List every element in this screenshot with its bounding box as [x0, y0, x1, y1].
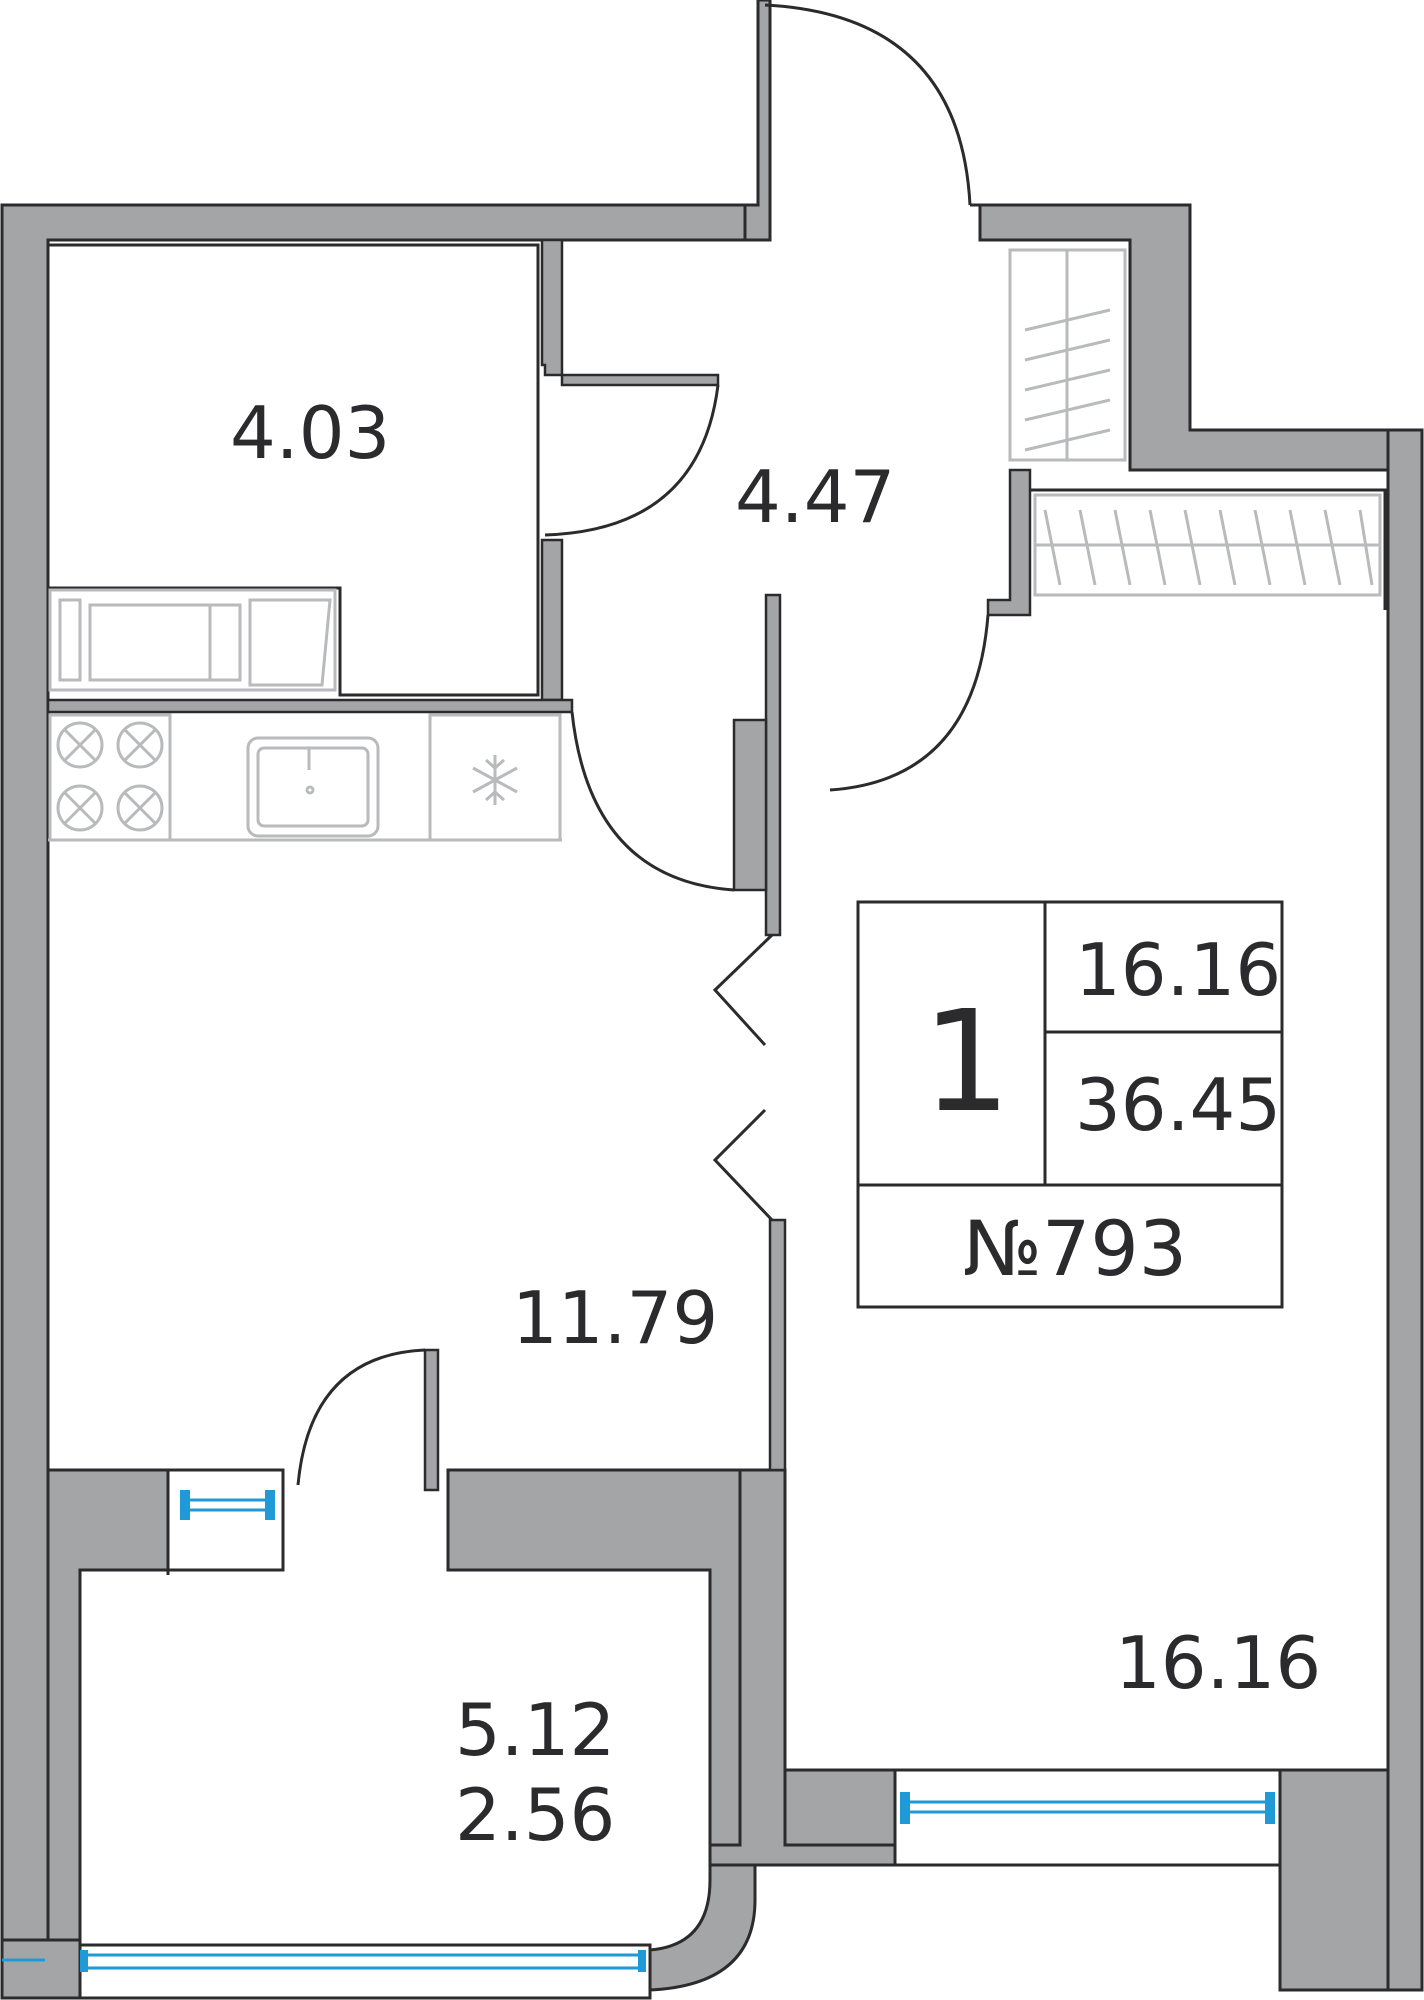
window-balcony-door: [166, 1468, 285, 1572]
wall-bathroom-door-stub: [560, 373, 720, 387]
area-labels: 4.03 4.47 11.79 16.16 5.12 2.56: [230, 391, 1321, 1857]
bedroom-inner-outline: [1030, 488, 1387, 610]
wall-balcony-top-right: [446, 1468, 742, 1847]
door-bathroom: [544, 384, 720, 537]
wall-bathroom-right: [540, 238, 564, 377]
wall-balcony-bottom-left: [0, 1938, 82, 2000]
bathtub: [48, 588, 337, 692]
wall-kitchen-bedroom-upper: [764, 593, 782, 937]
doors: [296, 3, 990, 1486]
furniture: [48, 248, 1382, 842]
total-area: 36.45: [1075, 1063, 1281, 1147]
wardrobe-large: [1033, 493, 1382, 597]
apartment-number: №793: [963, 1204, 1187, 1293]
bedroom-area-label: 16.16: [1115, 1621, 1321, 1705]
wall-kitchen-bedroom-stub: [732, 718, 768, 892]
balcony-inner-outline: [80, 1568, 170, 1575]
door-folding-lower: [712, 1108, 774, 1222]
refrigerator: [48, 713, 562, 842]
wardrobe-small: [1008, 248, 1127, 462]
sink: [246, 736, 380, 838]
washing-machine: [248, 598, 332, 687]
wall-right-outer: [1386, 428, 1424, 1992]
door-folding-upper: [712, 933, 774, 1047]
door-entrance: [764, 3, 972, 206]
wall-bottom-right: [1278, 1768, 1390, 1992]
wall-bottom-bedroom-left: [783, 1768, 897, 1847]
wall-hall-bedroom: [986, 468, 1032, 617]
wall-kitchen-bedroom-lower: [768, 1218, 787, 1472]
hall-area-label: 4.47: [735, 455, 895, 539]
kitchen-area-label: 11.79: [512, 1276, 718, 1360]
wall-entrance-left: [743, 0, 772, 242]
rooms-count: 1: [922, 981, 1011, 1144]
door-bedroom: [829, 614, 990, 792]
window-balcony: [2, 1943, 652, 2000]
apartment-info-box: 1 16.16 36.45 №793: [856, 900, 1284, 1309]
wall-balcony-top-left: [46, 1468, 170, 1942]
windows: [2, 1468, 1282, 2000]
wall-balcony-door-stub: [423, 1348, 440, 1492]
window-bedroom: [893, 1768, 1282, 1867]
bathroom-area-label: 4.03: [230, 391, 390, 475]
wall-bathroom-right-lower: [540, 538, 564, 702]
wall-balcony-corner: [648, 1863, 757, 1992]
wall-bathroom-bottom: [46, 698, 574, 714]
bathroom-outline: [48, 243, 540, 697]
door-kitchen: [570, 711, 735, 892]
wall-top-right: [978, 203, 1390, 472]
door-balcony: [296, 1348, 426, 1486]
balcony-area-label: 5.12: [455, 1688, 615, 1772]
balcony-area-reduced-label: 2.56: [455, 1773, 615, 1857]
stove: [48, 713, 172, 842]
living-area: 16.16: [1075, 928, 1281, 1012]
